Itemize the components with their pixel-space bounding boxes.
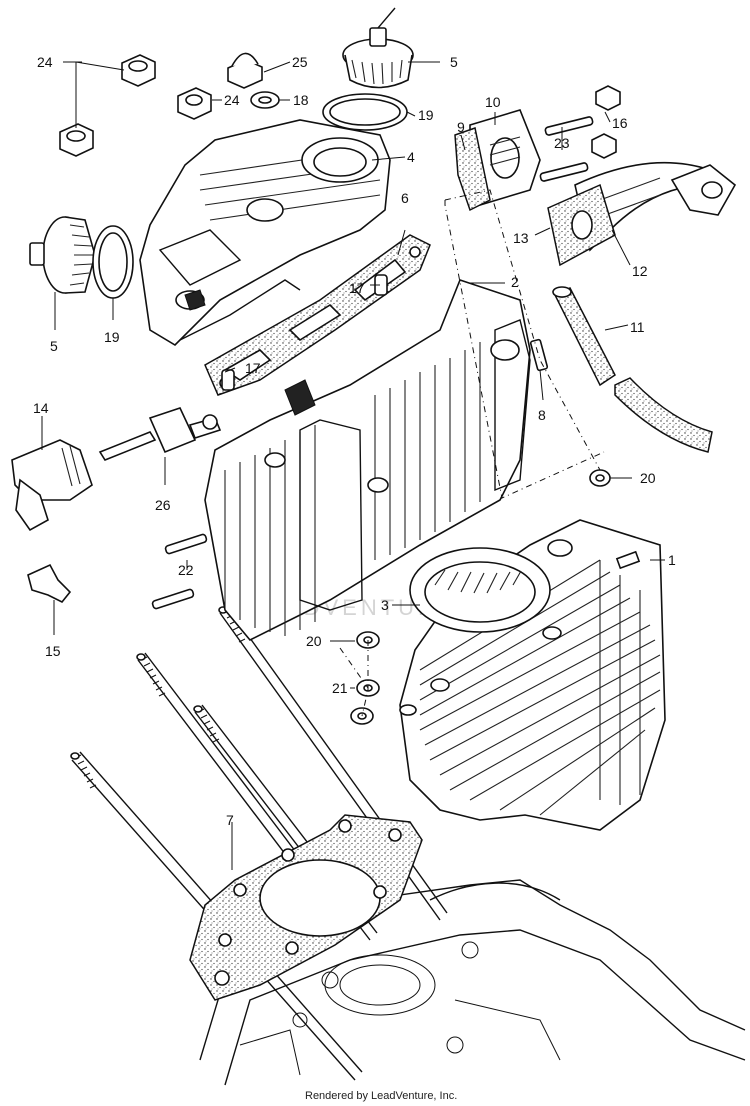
- callout-19-b: 19: [104, 329, 120, 345]
- callout-24-a: 24: [37, 54, 53, 70]
- callout-20-b: 20: [306, 633, 322, 649]
- callout-23: 23: [554, 135, 570, 151]
- o-ring-side: [92, 225, 134, 299]
- callout-17-a: 17: [349, 280, 365, 296]
- spark-plug-26: [98, 407, 222, 461]
- callout-13: 13: [513, 230, 529, 246]
- callout-4: 4: [407, 149, 415, 165]
- nut-24-middle: [177, 87, 212, 120]
- callout-labels: 24 25 5 24 18 19 4 10 9 23 16 6 13 12 2 …: [33, 54, 676, 828]
- callout-3: 3: [381, 597, 389, 613]
- callout-12: 12: [632, 263, 648, 279]
- studs-23: [539, 116, 594, 182]
- alignment-lines: [204, 189, 605, 717]
- callout-7: 7: [226, 812, 234, 828]
- callout-17-b: 17: [245, 360, 261, 376]
- callout-20-a: 20: [640, 470, 656, 486]
- callout-10: 10: [485, 94, 501, 110]
- callout-5-a: 5: [450, 54, 458, 70]
- callout-21: 21: [332, 680, 348, 696]
- gasket-13-hole: [571, 210, 593, 240]
- callout-24-b: 24: [224, 92, 240, 108]
- cap-nut-25: [227, 52, 263, 89]
- callout-leaders: [41, 61, 665, 870]
- tappet-cap-side: [29, 216, 96, 294]
- rendered-by-footer: Rendered by LeadVenture, Inc.: [305, 1090, 457, 1102]
- pins-22: [151, 533, 208, 610]
- callout-18: 18: [293, 92, 309, 108]
- tappet-cap-top: [342, 7, 414, 89]
- nut-24-lower: [59, 123, 94, 157]
- callout-14: 14: [33, 400, 49, 416]
- callout-15: 15: [45, 643, 61, 659]
- nuts-16: [591, 85, 621, 159]
- cylinder-block: [399, 519, 666, 831]
- callout-1: 1: [668, 552, 676, 568]
- hose-11: [552, 286, 713, 453]
- callout-22: 22: [178, 562, 194, 578]
- washer-hole: [258, 96, 272, 104]
- base-gasket-holes: [214, 819, 402, 986]
- gasket-9: [454, 127, 491, 212]
- callout-26: 26: [155, 497, 171, 513]
- callout-19-a: 19: [418, 107, 434, 123]
- callout-2: 2: [511, 274, 519, 290]
- rocker-cover: [139, 119, 391, 347]
- cylinder-heads: [204, 279, 531, 641]
- bolt-8: [529, 338, 549, 372]
- callout-25: 25: [292, 54, 308, 70]
- clamp-15: [27, 563, 72, 604]
- callout-6: 6: [401, 190, 409, 206]
- callout-5-b: 5: [50, 338, 58, 354]
- callout-8: 8: [538, 407, 546, 423]
- callout-9: 9: [457, 119, 465, 135]
- base-gasket-bore: [259, 859, 381, 937]
- o-ring-top-inner: [329, 98, 401, 126]
- plug-cap-14: [11, 439, 93, 532]
- nut-24-upper: [121, 54, 156, 87]
- callout-16: 16: [612, 115, 628, 131]
- callout-11: 11: [630, 319, 645, 335]
